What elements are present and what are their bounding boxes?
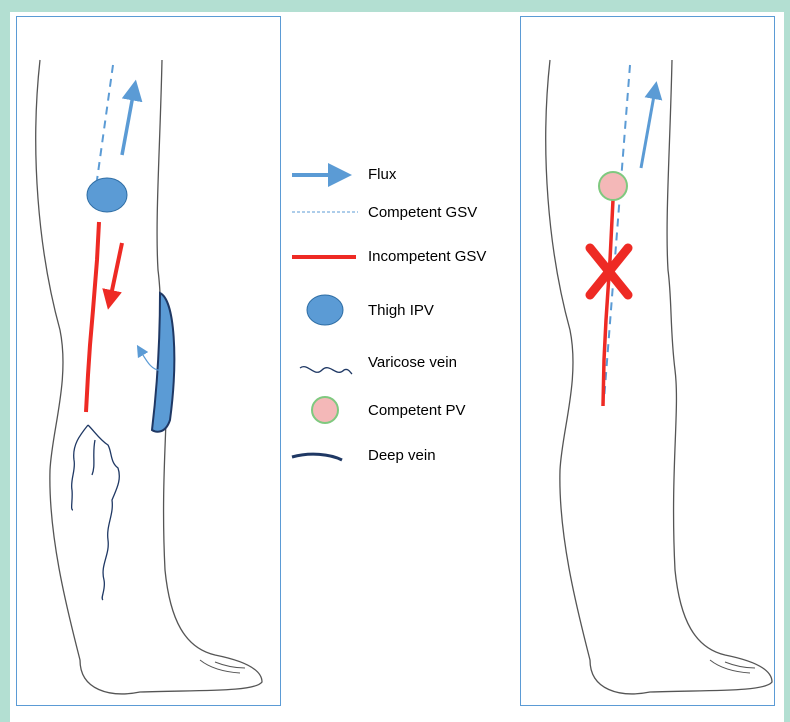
left-competent-gsv	[97, 65, 113, 180]
legend-thigh-ipv-icon	[307, 295, 343, 325]
legend-deep-vein-label: Deep vein	[368, 447, 436, 464]
legend-thigh-ipv-label: Thigh IPV	[368, 302, 434, 319]
left-flux-arrow	[122, 90, 134, 155]
left-leg-outline	[36, 60, 262, 694]
right-competent-gsv	[604, 65, 630, 400]
legend-competent-gsv-label: Competent GSV	[368, 204, 477, 221]
right-flux-arrow	[641, 90, 655, 168]
left-reflux-arrow	[110, 243, 122, 300]
legend-varicose-vein-icon	[300, 367, 352, 374]
right-competent-pv	[599, 172, 627, 200]
legend-competent-pv-icon	[312, 397, 338, 423]
legend-competent-pv-label: Competent PV	[368, 402, 466, 419]
left-varicose-veins	[72, 425, 120, 600]
legend-flux-label: Flux	[368, 166, 396, 183]
legend-deep-vein-icon	[292, 454, 342, 460]
left-deep-vein	[152, 293, 174, 432]
legend-incompetent-gsv-label: Incompetent GSV	[368, 248, 486, 265]
legend-varicose-vein-label: Varicose vein	[368, 354, 457, 371]
left-incompetent-gsv	[86, 222, 99, 412]
left-thigh-ipv	[87, 178, 127, 212]
right-leg-outline	[546, 60, 772, 694]
